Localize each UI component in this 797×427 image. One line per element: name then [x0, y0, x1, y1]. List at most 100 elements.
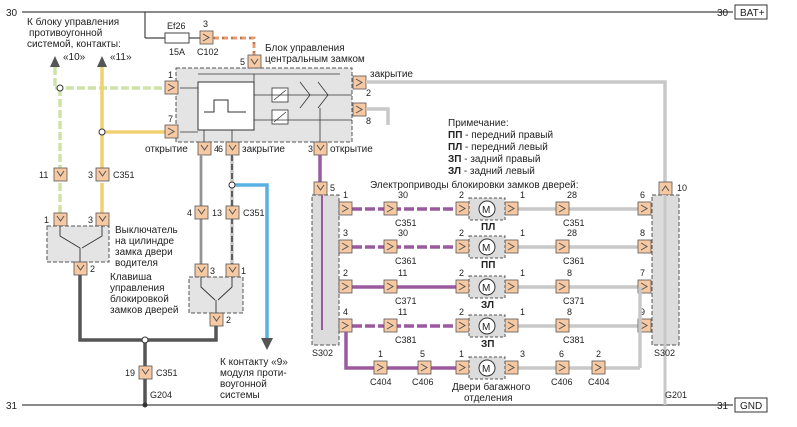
actuators-title: Электроприводы блокировки замков дверей:	[370, 179, 579, 191]
svg-text:Клавиша: Клавиша	[110, 272, 152, 283]
driver-switch-box	[46, 225, 110, 263]
cu-title-1: Блок управления	[265, 43, 345, 54]
cu-pin-7: 7	[168, 114, 173, 124]
s302-left-label: S302	[312, 348, 333, 358]
s302-right: 10 S302 G201	[651, 181, 687, 405]
svg-text:10: 10	[677, 183, 687, 193]
svg-text:M: M	[482, 243, 490, 254]
cu-output-wires	[318, 80, 667, 182]
svg-text:7: 7	[640, 268, 645, 278]
ground-path: 19 C351 G204	[78, 275, 218, 408]
svg-text:ПЛ: ПЛ	[481, 222, 495, 233]
svg-text:30: 30	[398, 190, 408, 200]
svg-text:2: 2	[226, 315, 231, 325]
svg-text:C404: C404	[370, 377, 392, 387]
svg-text:1: 1	[520, 190, 525, 200]
svg-text:2: 2	[343, 268, 348, 278]
svg-text:9: 9	[640, 307, 645, 317]
gnd-num-left: 31	[6, 401, 18, 412]
cu-label-close-top: закрытие	[370, 69, 413, 80]
svg-text:К контакту «9»: К контакту «9»	[220, 357, 288, 368]
svg-text:5: 5	[420, 349, 425, 359]
svg-text:К блоку управления: К блоку управления	[27, 16, 119, 28]
c351-label-key: C351	[243, 208, 265, 218]
wires-left	[53, 67, 165, 213]
svg-text:C371: C371	[563, 296, 585, 306]
svg-text:30: 30	[398, 228, 408, 238]
svg-text:1: 1	[378, 349, 383, 359]
fuse-ef26: Ef26 15A 3 C102	[144, 12, 256, 57]
svg-text:ЗП: ЗП	[481, 339, 494, 350]
svg-text:Выключатель: Выключатель	[115, 225, 178, 236]
svg-text:ПП: ПП	[481, 260, 495, 271]
svg-text:4: 4	[187, 208, 192, 218]
driver-lock-switch-chain: 11 3 C351 1 3 2 Выключатель на цилиндре …	[39, 167, 178, 276]
svg-text:6: 6	[640, 190, 645, 200]
cu-title-2: центральным замком	[265, 54, 365, 65]
svg-text:1: 1	[459, 349, 464, 359]
s302-right-label: S302	[654, 348, 675, 358]
ground-point-g201: G201	[665, 390, 687, 400]
svg-text:2: 2	[459, 268, 464, 278]
svg-text:замка двери: замка двери	[115, 247, 173, 258]
cu-pin-1: 1	[168, 70, 173, 80]
actuator-row-zp: M 4 11 C381 2 1 8 C381 ЗП 9	[338, 307, 652, 350]
svg-text:системы: системы	[220, 390, 260, 401]
svg-text:6: 6	[559, 349, 564, 359]
bat-label: BAT+	[740, 8, 765, 19]
svg-text:модуля проти-: модуля проти-	[220, 368, 287, 379]
svg-text:3: 3	[520, 349, 525, 359]
alarm-contact-note: К контакту «9» модуля проти- воугонной с…	[220, 357, 288, 401]
ground-point-g204: G204	[150, 390, 172, 400]
svg-text:3: 3	[88, 170, 93, 180]
svg-text:8: 8	[640, 228, 645, 238]
svg-text:управления: управления	[110, 283, 165, 294]
svg-text:воугонной: воугонной	[220, 379, 267, 390]
svg-text:2: 2	[459, 307, 464, 317]
bat-num-left: 30	[6, 8, 18, 19]
svg-text:C406: C406	[412, 377, 434, 387]
cu-label-close-6: закрытие	[242, 144, 285, 155]
svg-text:C371: C371	[395, 296, 417, 306]
abbreviation-note: Примечание: ПП - передний правый ПЛ - пе…	[448, 118, 553, 177]
svg-text:водителя: водителя	[115, 258, 158, 269]
alarm-pin-10: «10»	[63, 52, 86, 63]
svg-text:ЗЛ - задний левый: ЗЛ - задний левый	[448, 166, 535, 177]
svg-text:1: 1	[520, 228, 525, 238]
svg-text:2: 2	[459, 190, 464, 200]
svg-text:M: M	[482, 283, 490, 294]
svg-text:отделения: отделения	[464, 393, 513, 404]
cu-pin-6: 6	[218, 144, 223, 154]
svg-text:системой, контакты:: системой, контакты:	[27, 39, 121, 50]
svg-text:M: M	[482, 364, 490, 375]
svg-text:3: 3	[88, 215, 93, 225]
svg-text:11: 11	[39, 170, 48, 180]
trunk-door-actuator: M 1 C404 5 C406 1 3 6 C406 2 C404 Двери …	[344, 287, 642, 404]
svg-text:C381: C381	[395, 335, 417, 345]
svg-text:2: 2	[596, 349, 601, 359]
cu-pin-2: 2	[366, 88, 371, 98]
svg-text:M: M	[482, 322, 490, 333]
svg-text:4: 4	[343, 307, 348, 317]
svg-text:1: 1	[343, 190, 348, 200]
svg-text:8: 8	[567, 307, 572, 317]
svg-text:1: 1	[44, 215, 49, 225]
svg-text:1: 1	[520, 307, 525, 317]
actuator-row-zl: M 2 11 C371 2 1 8 C371 ЗЛ 7	[338, 268, 652, 311]
svg-text:C404: C404	[588, 377, 610, 387]
alarm-note: К блоку управления противоугонной систем…	[27, 16, 132, 67]
cu-label-open-3: открытие	[330, 144, 373, 155]
svg-text:3: 3	[210, 266, 215, 276]
gnd-num-right: 31	[717, 401, 729, 412]
svg-text:противоугонной: противоугонной	[29, 28, 102, 39]
svg-text:13: 13	[212, 208, 222, 218]
alarm-arrow-11	[97, 56, 107, 67]
alarm-contact-arrow	[261, 338, 273, 350]
svg-text:28: 28	[567, 228, 577, 238]
svg-text:ЗЛ: ЗЛ	[481, 300, 494, 311]
svg-text:11: 11	[398, 268, 407, 278]
svg-text:C381: C381	[563, 335, 585, 345]
svg-text:Двери багажного: Двери багажного	[452, 381, 531, 393]
svg-text:2: 2	[459, 228, 464, 238]
